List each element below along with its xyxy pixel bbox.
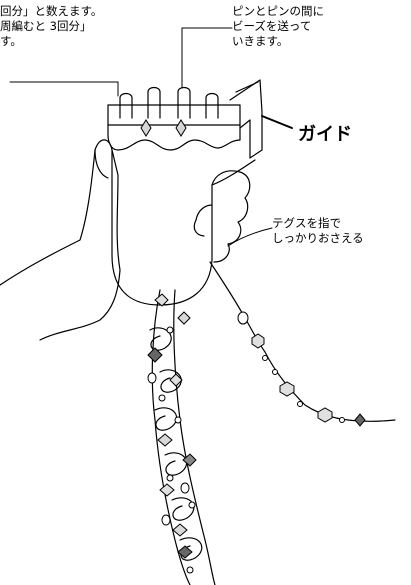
count-note-line-1: 回分」と数えます。: [0, 4, 103, 18]
braid-right: [173, 289, 216, 585]
leader-count: [9, 81, 119, 97]
thread-note-line-1: テグスを指で: [272, 216, 341, 230]
braid-left: [151, 289, 191, 585]
bead-note-line-3: いきます。: [232, 34, 289, 48]
guide-label: ガイド: [298, 124, 352, 145]
pin-2: [147, 86, 161, 119]
left-hand: [0, 139, 121, 341]
leader-guide: [261, 115, 293, 129]
count-note-line-2: 周編むと 3回分」: [0, 19, 92, 33]
bead-note: ピンとピンの間に ビーズを送って いきます。: [232, 4, 324, 49]
bead-note-line-1: ピンとピンの間に: [232, 4, 324, 18]
pin-4: [205, 92, 219, 119]
thread-note-line-2: しっかりおさえる: [272, 231, 364, 245]
count-note: 回分」と数えます。 周編むと 3回分」 す。: [0, 4, 102, 49]
bead-note-line-2: ビーズを送って: [232, 19, 312, 33]
thread-note: テグスを指で しっかりおさえる: [272, 216, 364, 246]
leader-beads: [181, 27, 233, 89]
pin-1: [119, 92, 133, 119]
right-hand: [211, 170, 251, 263]
pin-3: [177, 86, 191, 119]
thread-right: [209, 261, 396, 422]
tool-body: [111, 149, 213, 306]
leader-thread: [227, 227, 273, 247]
count-note-line-3: す。: [0, 34, 22, 48]
guide: [229, 79, 263, 159]
tool-rim: [107, 104, 241, 151]
